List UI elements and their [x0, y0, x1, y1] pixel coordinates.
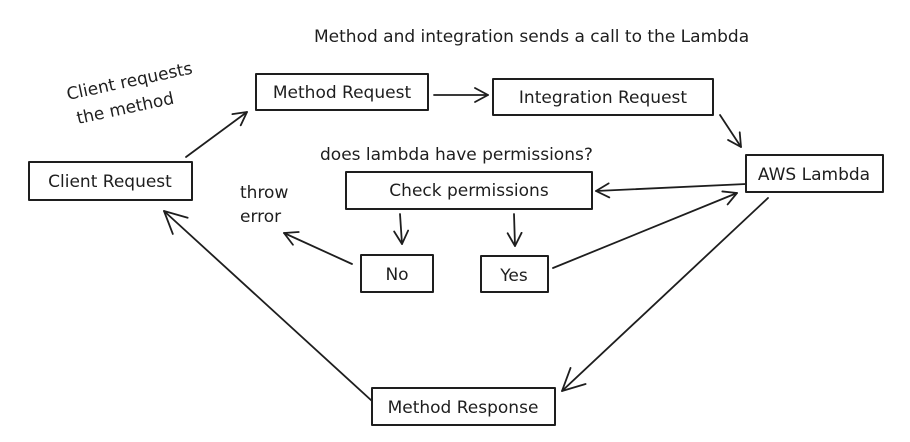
node-method-request-label: Method Request: [273, 83, 412, 103]
edge-client-to-method-request: [185, 111, 248, 158]
node-integration-request: Integration Request: [492, 78, 714, 116]
edge-check-to-no: [393, 213, 410, 245]
node-yes: Yes: [480, 255, 549, 293]
edge-integration-to-lambda: [719, 114, 742, 148]
edge-no-to-throw-error: [283, 231, 353, 265]
edge-check-to-yes: [506, 213, 523, 247]
node-client-request-label: Client Request: [48, 172, 172, 192]
node-method-request: Method Request: [255, 73, 429, 111]
node-integration-request-label: Integration Request: [519, 88, 687, 108]
node-check-permissions-label: Check permissions: [389, 181, 549, 201]
edge-yes-to-lambda: [552, 190, 738, 269]
node-no: No: [360, 254, 434, 293]
throw-annotation-line2: error: [240, 207, 281, 227]
edge-method-response-to-client: [163, 210, 373, 402]
node-aws-lambda: AWS Lambda: [745, 154, 884, 193]
top-annotation: Method and integration sends a call to t…: [314, 27, 749, 47]
node-yes-label: Yes: [499, 266, 528, 286]
node-check-permissions: Check permissions: [345, 171, 593, 210]
throw-annotation-line1: throw: [240, 183, 288, 203]
edge-lambda-to-check-permissions: [595, 182, 747, 199]
node-aws-lambda-label: AWS Lambda: [758, 165, 870, 185]
node-client-request: Client Request: [28, 161, 193, 201]
node-no-label: No: [385, 265, 408, 285]
node-method-response-label: Method Response: [388, 398, 539, 418]
node-method-response: Method Response: [371, 387, 556, 426]
edge-lambda-to-method-response: [561, 197, 769, 392]
permissions-question: does lambda have permissions?: [320, 145, 593, 165]
